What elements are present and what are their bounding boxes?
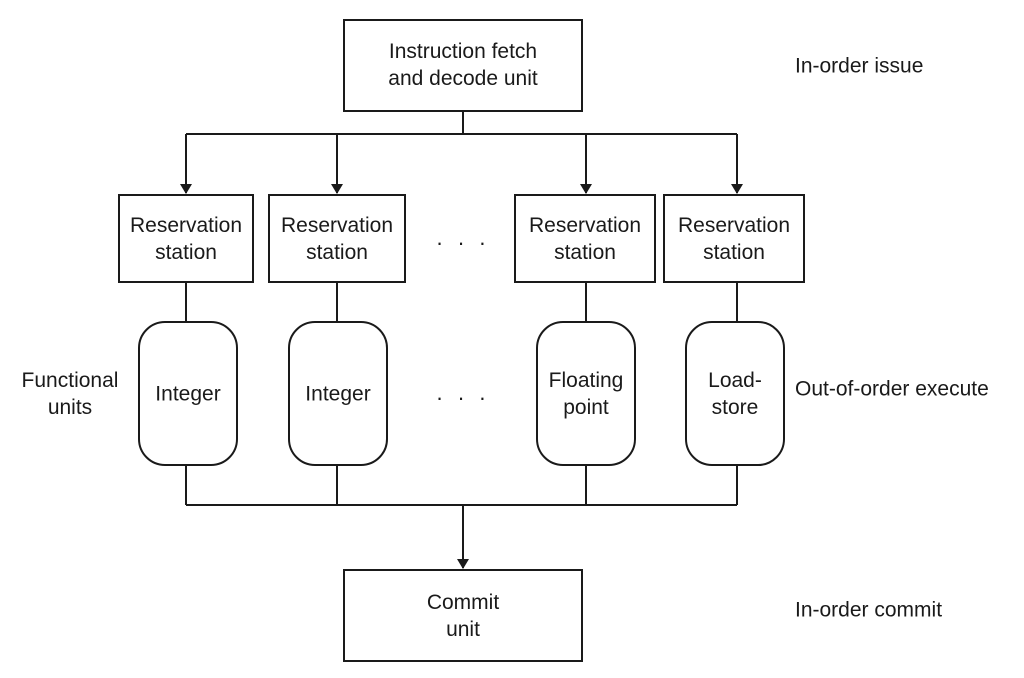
functional-unit-line2: point [563, 396, 609, 419]
in-order-commit-label: In-order commit [795, 598, 943, 622]
reservation-station-box-1 [118, 194, 254, 283]
reservation-station-line2: station [703, 241, 765, 264]
reservation-station-label-2: Reservation station [281, 212, 393, 266]
functional-unit-box-4 [685, 321, 785, 466]
functional-unit-label-3: Floating point [549, 367, 624, 421]
reservation-station-line1: Reservation [677, 214, 791, 237]
functional-unit-line1: Integer [155, 382, 221, 406]
reservation-station-line2: station [554, 241, 616, 264]
ellipsis-functional: · · · [435, 385, 491, 410]
commit-unit-label: Commit unit [427, 589, 499, 643]
reservation-station-line2: station [155, 241, 217, 264]
functional-units-line2: units [47, 396, 93, 419]
commit-unit-line2: unit [446, 618, 480, 641]
fetch-unit-box [343, 19, 583, 112]
commit-unit-box [343, 569, 583, 662]
functional-unit-label-2: Integer [305, 381, 370, 408]
functional-unit-line1: Floating [548, 369, 624, 392]
reservation-station-line2: station [306, 241, 368, 264]
functional-unit-line2: store [711, 396, 759, 419]
reservation-station-line1: Reservation [528, 214, 642, 237]
functional-unit-line1: Load- [708, 369, 762, 392]
reservation-station-line1: Reservation [280, 214, 394, 237]
reservation-station-line1: Reservation [129, 214, 243, 237]
reservation-station-box-3 [514, 194, 656, 283]
reservation-station-label-3: Reservation station [529, 212, 641, 266]
functional-units-line1: Functional [21, 369, 119, 392]
reservation-station-box-2 [268, 194, 406, 283]
in-order-issue-label: In-order issue [795, 54, 924, 78]
ellipsis-reservation: · · · [435, 230, 491, 255]
fetch-unit-label: Instruction fetch and decode unit [388, 38, 537, 92]
functional-unit-label-4: Load- store [708, 367, 762, 421]
functional-unit-box-1 [138, 321, 238, 466]
out-of-order-execute-label: Out-of-order execute [795, 377, 989, 401]
functional-unit-label-1: Integer [155, 381, 220, 408]
fetch-unit-line2: and decode unit [388, 67, 538, 90]
functional-unit-line1: Integer [305, 382, 371, 406]
functional-units-side-label: Functional units [22, 367, 119, 421]
reservation-station-label-4: Reservation station [678, 212, 790, 266]
fetch-unit-line1: Instruction fetch [388, 40, 538, 63]
reservation-station-box-4 [663, 194, 805, 283]
reservation-station-label-1: Reservation station [130, 212, 242, 266]
commit-unit-line1: Commit [426, 591, 500, 614]
